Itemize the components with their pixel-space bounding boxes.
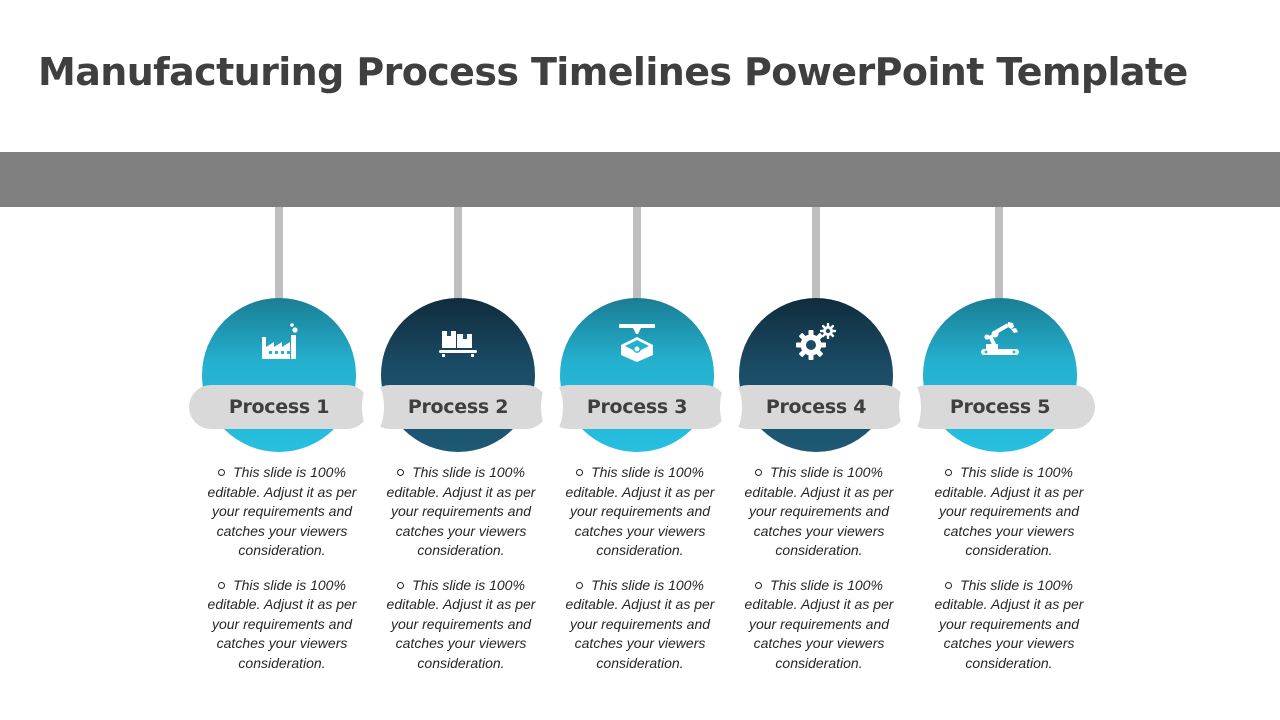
- bullet-item: This slide is 100% editable. Adjust it a…: [565, 464, 715, 558]
- bullet-circle-icon: [218, 581, 226, 589]
- process-step-2: Process 2 This slide is 100% editable. A…: [362, 207, 548, 688]
- bullet-circle-icon: [945, 581, 953, 589]
- slide-title: Manufacturing Process Timelines PowerPoi…: [38, 50, 1188, 94]
- bullet-item: This slide is 100% editable. Adjust it a…: [934, 464, 1084, 558]
- bullet-circle-icon: [576, 469, 584, 476]
- bullet-item: This slide is 100% editable. Adjust it a…: [386, 576, 536, 671]
- process-label: Process 3: [586, 396, 688, 418]
- process-label-pill: Process 3: [541, 381, 727, 433]
- gears-icon: [794, 319, 838, 363]
- process-label: Process 5: [949, 396, 1051, 418]
- connector-stem: [454, 207, 462, 301]
- bullet-item: This slide is 100% editable. Adjust it a…: [744, 576, 894, 671]
- process-label: Process 1: [228, 396, 330, 418]
- bullet-circle-icon: [755, 581, 763, 589]
- factory-icon: [257, 319, 301, 363]
- bullet-item: This slide is 100% editable. Adjust it a…: [565, 576, 715, 671]
- process-step-5: Process 5 This slide is 100% editable. A…: [899, 207, 1095, 688]
- connector-stem: [275, 207, 283, 301]
- process-bullets: This slide is 100% editable. Adjust it a…: [932, 463, 1086, 688]
- robotic-arm-icon: [978, 319, 1022, 363]
- timeline-banner: [0, 152, 1280, 207]
- 3d-printer-icon: [615, 319, 659, 363]
- bullet-circle-icon: [397, 581, 405, 589]
- process-label-pill: Process 4: [720, 381, 906, 433]
- process-bullets: This slide is 100% editable. Adjust it a…: [742, 463, 896, 688]
- bullet-item: This slide is 100% editable. Adjust it a…: [207, 464, 357, 558]
- boxes-on-conveyor-icon: [436, 319, 480, 363]
- process-label: Process 4: [765, 396, 867, 418]
- process-label: Process 2: [407, 396, 509, 418]
- bullet-circle-icon: [945, 469, 953, 476]
- bullet-circle-icon: [755, 469, 763, 476]
- process-label-pill: Process 2: [362, 381, 548, 433]
- process-bullets: This slide is 100% editable. Adjust it a…: [205, 463, 359, 688]
- bullet-circle-icon: [397, 469, 405, 476]
- connector-stem: [995, 207, 1003, 301]
- bullet-item: This slide is 100% editable. Adjust it a…: [386, 464, 536, 558]
- bullet-item: This slide is 100% editable. Adjust it a…: [744, 464, 894, 558]
- process-step-4: Process 4 This slide is 100% editable. A…: [720, 207, 906, 688]
- process-step-1: Process 1 This slide is 100% editable. A…: [189, 207, 369, 687]
- process-bullets: This slide is 100% editable. Adjust it a…: [384, 463, 538, 688]
- process-label-pill: Process 5: [899, 381, 1095, 433]
- process-step-3: Process 3 This slide is 100% editable. A…: [541, 207, 727, 688]
- bullet-item: This slide is 100% editable. Adjust it a…: [934, 576, 1084, 671]
- bullet-circle-icon: [576, 581, 584, 589]
- bullet-circle-icon: [218, 469, 226, 476]
- bullet-item: This slide is 100% editable. Adjust it a…: [207, 576, 357, 671]
- connector-stem: [812, 207, 820, 301]
- process-label-pill: Process 1: [189, 385, 369, 429]
- connector-stem: [633, 207, 641, 301]
- process-bullets: This slide is 100% editable. Adjust it a…: [563, 463, 717, 688]
